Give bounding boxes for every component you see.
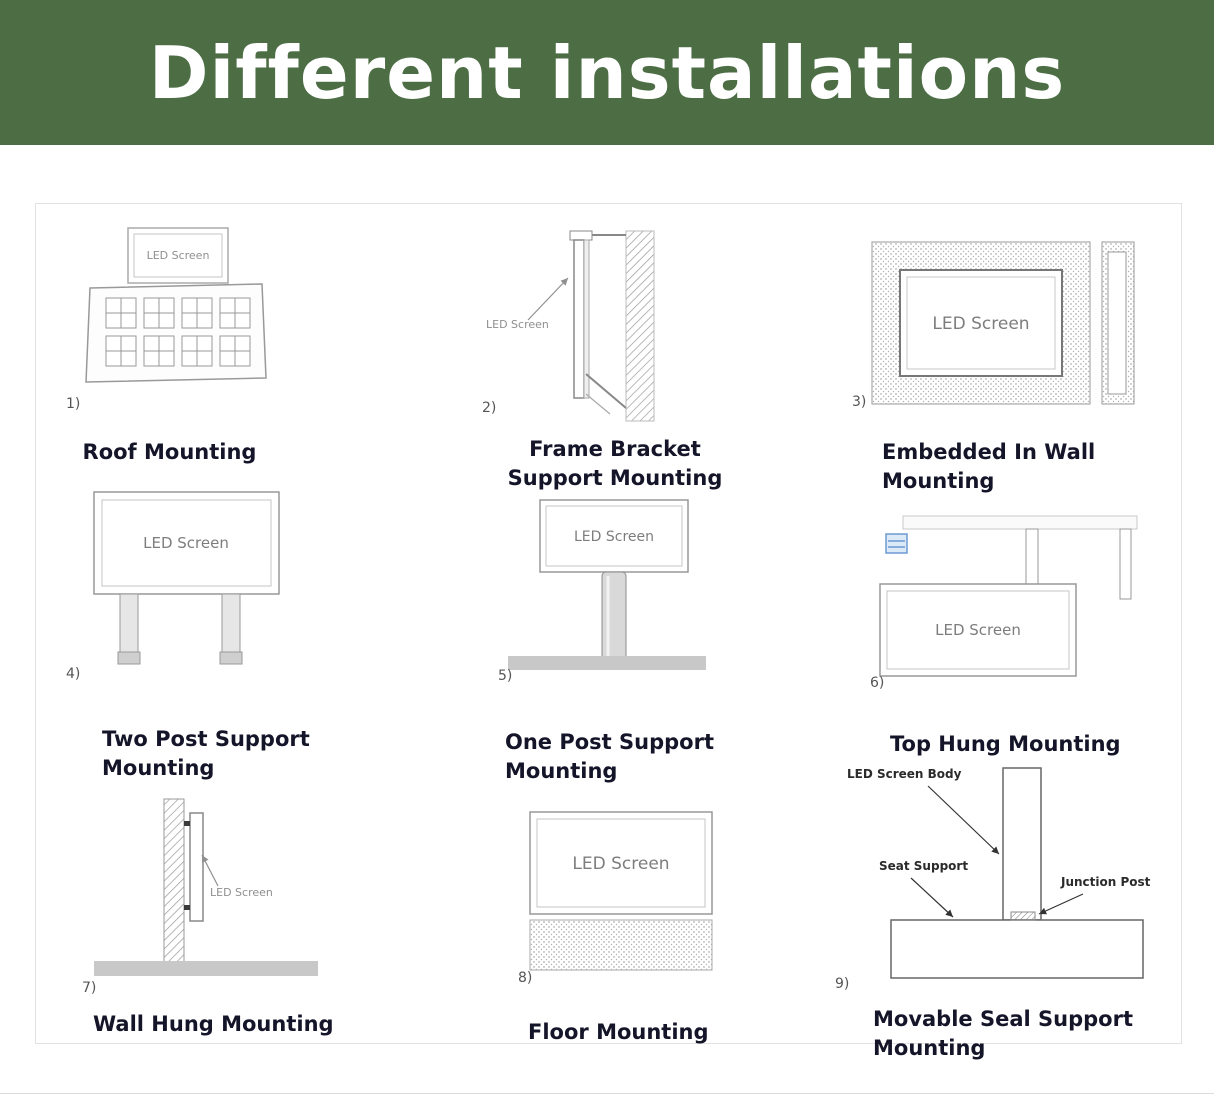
frame-bracket-diagram: LED Screen 2) [478,226,668,426]
diagram-number: 6) [870,675,884,691]
caption-top-hung: Top Hung Mounting [890,732,1121,756]
ground [94,961,318,976]
screen-label: LED Screen [574,529,654,545]
caption-embedded-wall: Embedded In Wall Mounting [882,440,1096,493]
roof-mounting-diagram: LED Screen 1) [60,226,275,421]
top-hung-diagram: LED Screen 6) [868,506,1140,691]
junction [1010,911,1036,921]
roof-mounting-sketch: LED Screen 1) [66,227,267,412]
movable-seal-sketch: LED Screen Body Seat Support Junction Po… [835,767,1151,992]
hanger [1119,528,1132,600]
annotation-seat: Seat Support [879,859,968,873]
floor-mounting-sketch: LED Screen 8) [518,811,713,984]
diagram-number: 2) [482,400,496,416]
caption-one-post: One Post Support Mounting [505,730,714,783]
one-post-diagram: LED Screen 5) [498,492,713,687]
annotation-junction: Junction Post [1060,875,1151,889]
wall [163,798,185,968]
diagram-number: 8) [518,970,532,984]
header-banner: Different installations [0,0,1214,145]
small-window-icon [885,533,908,554]
caption-movable-seal: Movable Seal Support Mounting [873,1007,1133,1060]
screen-label: LED Screen [143,534,229,552]
ground [508,656,706,670]
screen-label: LED Screen [486,318,549,331]
caption-roof-mounting: Roof Mounting [82,440,257,464]
caption-two-post: Two Post Support Mounting [102,727,310,780]
screen-panel [573,239,585,399]
caption-wall-hung: Wall Hung Mounting [93,1012,334,1036]
screen-label: LED Screen [935,621,1021,639]
screen-panel [189,812,204,922]
embedded-wall-sketch: LED Screen 3) [852,241,1135,410]
caption-floor-mounting: Floor Mounting [528,1020,709,1044]
building-windows [105,297,251,367]
caption-frame-bracket: Frame Bracket Support Mounting [507,437,723,490]
wall-hung-sketch: LED Screen 7) [82,798,318,996]
wall-hung-diagram: LED Screen 7) [82,793,322,998]
support-posts [117,593,243,665]
two-post-sketch: LED Screen 4) [66,491,280,682]
diagram-number: 9) [835,976,849,992]
floor-mounting-diagram: LED Screen 8) [518,806,723,984]
ceiling [902,515,1138,530]
floor-base [529,919,713,971]
screen-label: LED Screen [210,886,273,899]
support-post [601,571,627,661]
movable-seal-diagram: LED Screen Body Seat Support Junction Po… [833,756,1163,994]
diagram-number: 1) [66,396,80,412]
one-post-sketch: LED Screen 5) [498,499,706,684]
diagram-number: 5) [498,668,512,684]
page-title: Different installations [148,30,1066,115]
screen-label: LED Screen [932,314,1029,334]
seat-base [890,919,1144,979]
annotation-body: LED Screen Body [847,767,962,781]
screen-label: LED Screen [147,249,210,262]
wall [625,230,655,422]
diagram-number: 3) [852,394,866,410]
embedded-wall-diagram: LED Screen 3) [850,228,1142,413]
hanger [1025,528,1039,585]
diagram-number: 4) [66,666,80,682]
diagram-number: 7) [82,980,96,996]
top-hung-sketch: LED Screen 6) [870,515,1138,691]
two-post-diagram: LED Screen 4) [62,486,287,686]
screen-body [1002,767,1042,921]
frame-bracket-sketch: LED Screen 2) [482,230,655,422]
bottom-divider [0,1093,1214,1094]
screen-label: LED Screen [572,854,669,874]
